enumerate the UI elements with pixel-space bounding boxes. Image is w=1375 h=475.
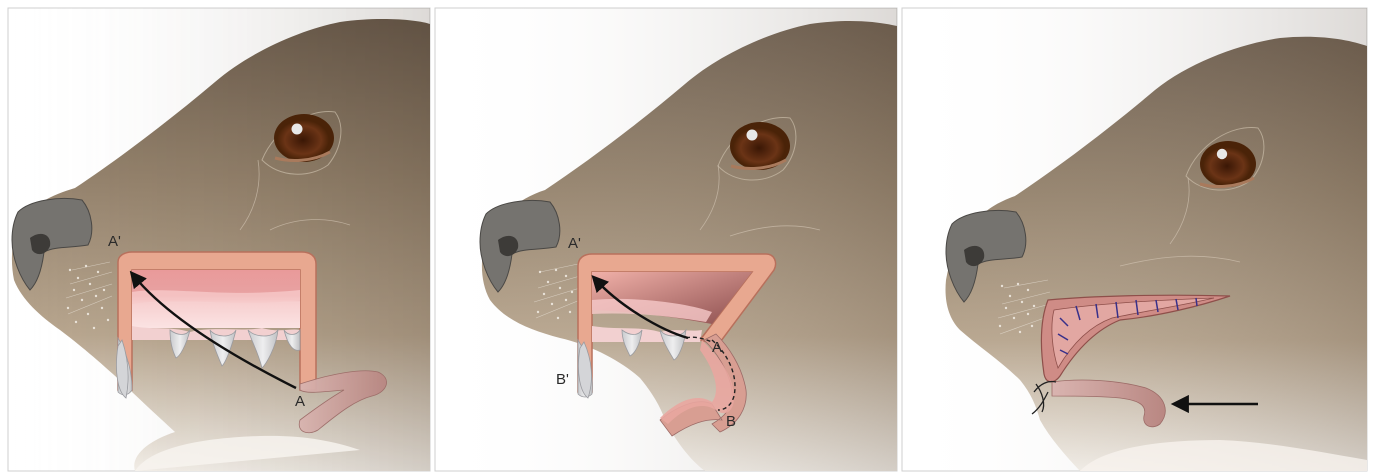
label-b-prime: B' bbox=[556, 371, 569, 388]
label-b: B bbox=[726, 413, 736, 430]
panel-1: A' A bbox=[8, 8, 430, 471]
label-a-prime: A' bbox=[108, 233, 121, 250]
panel-2: A' A B B' bbox=[435, 8, 897, 471]
label-a: A bbox=[712, 339, 722, 356]
label-a: A bbox=[295, 393, 305, 410]
label-a-prime: A' bbox=[568, 235, 581, 252]
panel-3 bbox=[902, 8, 1367, 471]
